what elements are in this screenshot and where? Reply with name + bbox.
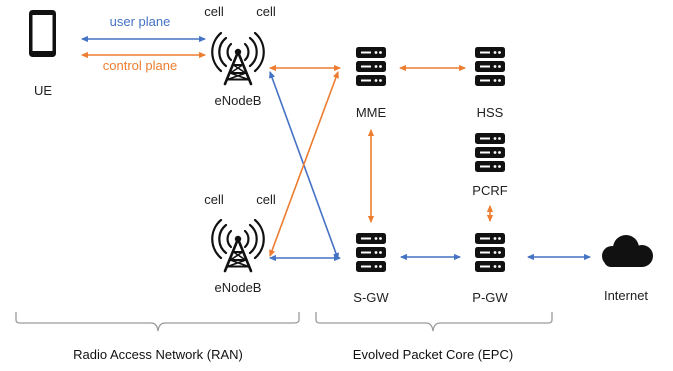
cell-tower-icon [210,31,266,86]
ue-node: UE [29,10,56,98]
cell-label-left: cell [204,192,224,207]
sgw-label: S-GW [353,290,389,305]
ue-label: UE [34,83,52,98]
control-plane-label: control plane [103,58,177,73]
ran-brace [15,312,300,332]
pcrf-node: PCRF [472,133,508,198]
internet-node: Internet [602,235,653,303]
control-link-enodeb-bottom-mme [269,71,339,257]
server-icon [475,47,505,86]
server-icon [356,47,386,86]
hss-node: HSS [475,47,505,120]
epc-brace [315,312,553,332]
mme-label: MME [356,105,387,120]
pgw-node: P-GW [472,233,508,305]
enodeb-top-node: cell cell eNodeB [204,4,276,108]
cell-label-right: cell [256,4,276,19]
enodeb-top-label: eNodeB [215,93,262,108]
hss-label: HSS [477,105,504,120]
pgw-label: P-GW [472,290,508,305]
cell-label-right: cell [256,192,276,207]
epc-group-label: Evolved Packet Core (EPC) [353,347,513,362]
server-icon [356,233,386,272]
ran-group-label: Radio Access Network (RAN) [73,347,243,362]
connections [80,35,592,262]
enodeb-bottom-label: eNodeB [215,280,262,295]
server-icon [475,133,505,172]
sgw-node: S-GW [353,233,389,305]
cell-label-left: cell [204,4,224,19]
server-icon [475,233,505,272]
mme-node: MME [356,47,387,120]
user-plane-label: user plane [110,14,171,29]
cloud-icon [602,235,653,267]
enodeb-bottom-node: cell cell eNodeB [204,192,276,295]
smartphone-icon [29,10,56,57]
cell-tower-icon [210,218,266,273]
pcrf-label: PCRF [472,183,507,198]
internet-label: Internet [604,288,648,303]
